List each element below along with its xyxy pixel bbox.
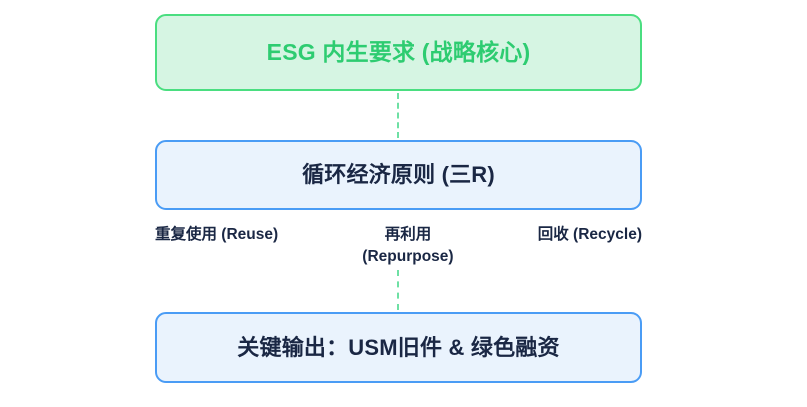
connector-root-to-principle (397, 93, 399, 138)
node-key-output-label: 关键输出：USM旧件 & 绿色融资 (237, 334, 560, 360)
node-circular-economy-principle-label: 循环经济原则 (三R) (302, 162, 495, 188)
label-repurpose: 再利用 (Repurpose) (362, 226, 454, 266)
label-reuse: 重复使用 (Reuse) (155, 226, 279, 243)
three-r-label-group: 重复使用 (Reuse) 再利用 (Repurpose) 回收 (Recycle… (155, 224, 642, 280)
label-recycle: 回收 (Recycle) (537, 226, 642, 243)
node-esg-strategy[interactable]: ESG 内生要求 (战略核心) (155, 14, 642, 91)
node-key-output[interactable]: 关键输出：USM旧件 & 绿色融资 (155, 312, 642, 383)
node-esg-strategy-label: ESG 内生要求 (战略核心) (266, 39, 531, 66)
node-circular-economy-principle[interactable]: 循环经济原则 (三R) (155, 140, 642, 210)
connector-principle-to-output (397, 270, 399, 310)
